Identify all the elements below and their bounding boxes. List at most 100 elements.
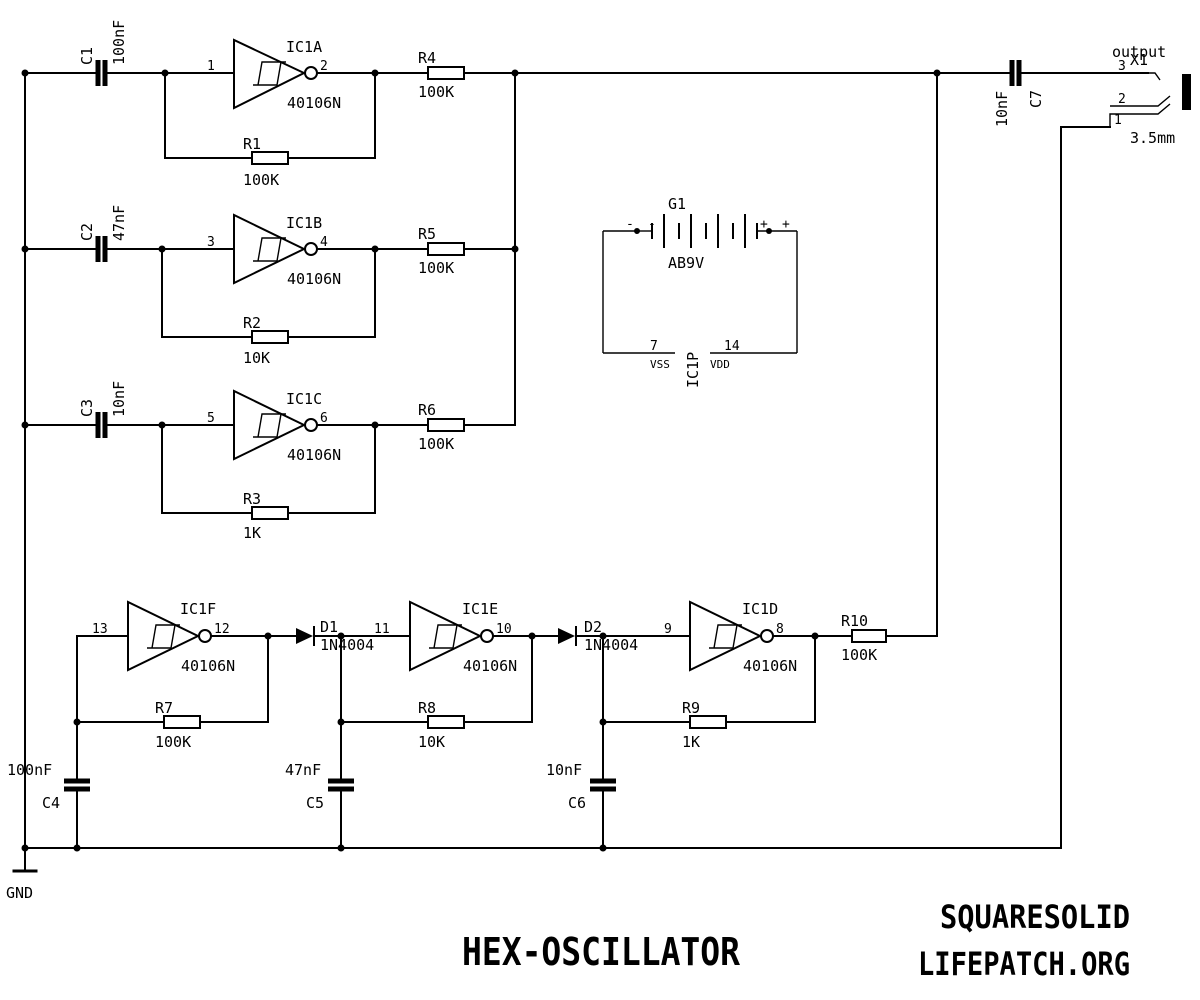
vdd-label: VDD: [710, 358, 730, 371]
resistor-r10: R10 100K: [841, 612, 887, 664]
ic1f-part: 40106N: [181, 657, 235, 675]
ic1b-pin-in: 3: [207, 235, 215, 250]
resistor-r7: R7 100K: [155, 699, 201, 751]
g1-part: AB9V: [668, 254, 704, 272]
inverter-ic1c: IC1C 40106N 5 6: [207, 389, 341, 464]
resistor-r6: R6 100K: [418, 401, 465, 453]
ground-label: GND: [6, 884, 33, 902]
credit-squaresolid: SQUARESOLID: [940, 898, 1130, 936]
r4-value: 100K: [418, 83, 454, 101]
jack-ref: X1: [1130, 51, 1148, 69]
resistor-r1: R1 100K: [243, 135, 289, 189]
ic1a-pin-out: 2: [320, 59, 328, 74]
ic1e-pin-in: 11: [374, 622, 390, 637]
output-jack-x1: output X1 3 2 1 3.5mm: [1109, 43, 1191, 147]
diode-d2: D2 1N4004: [558, 618, 638, 654]
jack-pin-3: 3: [1118, 59, 1126, 74]
r10-value: 100K: [841, 646, 877, 664]
g1-ref: G1: [668, 195, 686, 213]
ic1f-pin-in: 13: [92, 622, 108, 637]
r1-ref: R1: [243, 135, 261, 153]
ic1e-ref: IC1E: [462, 600, 498, 618]
r3-ref: R3: [243, 490, 261, 508]
r2-value: 10K: [243, 349, 270, 367]
r3-value: 1K: [243, 524, 261, 542]
c2-ref: C2: [78, 223, 96, 241]
c4-value: 100nF: [7, 761, 52, 779]
jack-label: output: [1112, 43, 1166, 61]
capacitor-c1: C1 100nF: [78, 20, 128, 86]
battery-minus-label-2: -: [648, 217, 656, 232]
jack-pin-2: 2: [1118, 92, 1126, 107]
r6-value: 100K: [418, 435, 454, 453]
diode-d1: D1 1N4004: [296, 618, 374, 654]
r8-ref: R8: [418, 699, 436, 717]
r9-value: 1K: [682, 733, 700, 751]
c3-ref: C3: [78, 399, 96, 417]
ic1a-ref: IC1A: [286, 38, 322, 56]
r8-value: 10K: [418, 733, 445, 751]
ground-symbol: GND: [6, 869, 38, 902]
resistor-r4: R4 100K: [418, 49, 465, 101]
r6-ref: R6: [418, 401, 436, 419]
battery-g1: G1 AB9V - - + +: [626, 195, 790, 272]
r2-ref: R2: [243, 314, 261, 332]
battery-minus-label: -: [626, 217, 634, 232]
battery-plus-label-2: +: [782, 217, 790, 232]
battery-plus-label: +: [760, 217, 768, 232]
resistor-r5: R5 100K: [418, 225, 465, 277]
d1-part: 1N4004: [320, 636, 374, 654]
inverter-ic1a: IC1A 40106N 1 2: [207, 38, 341, 112]
r7-ref: R7: [155, 699, 173, 717]
ic1c-ref: IC1C: [286, 390, 322, 408]
r5-ref: R5: [418, 225, 436, 243]
c6-ref: C6: [568, 794, 586, 812]
c4-ref: C4: [42, 794, 60, 812]
ic1b-part: 40106N: [287, 270, 341, 288]
c1-ref: C1: [78, 47, 96, 65]
r4-ref: R4: [418, 49, 436, 67]
ic1b-ref: IC1B: [286, 214, 322, 232]
d2-part: 1N4004: [584, 636, 638, 654]
jack-size: 3.5mm: [1130, 129, 1175, 147]
schematic-title: HEX-OSCILLATOR: [462, 930, 740, 974]
capacitor-c4: 100nF C4: [7, 761, 90, 812]
r5-value: 100K: [418, 259, 454, 277]
resistor-r9: R9 1K: [682, 699, 727, 751]
capacitor-c7: 10nF C7: [993, 60, 1045, 127]
ic1e-part: 40106N: [463, 657, 517, 675]
inverter-ic1f: IC1F 40106N 13 12: [92, 600, 235, 675]
inverter-ic1b: IC1B 40106N 3 4: [207, 213, 341, 288]
jack-pin-1: 1: [1114, 113, 1122, 128]
ic1p-ref: IC1P: [684, 352, 702, 388]
c2-value: 47nF: [110, 205, 128, 241]
ic1d-part: 40106N: [743, 657, 797, 675]
resistor-r8: R8 10K: [418, 699, 465, 751]
c5-ref: C5: [306, 794, 324, 812]
resistor-r3: R3 1K: [243, 490, 289, 542]
ic1e-pin-out: 10: [496, 622, 512, 637]
c6-value: 10nF: [546, 761, 582, 779]
r9-ref: R9: [682, 699, 700, 717]
ic1f-ref: IC1F: [180, 600, 216, 618]
capacitor-c3: C3 10nF: [78, 381, 128, 438]
ic1a-part: 40106N: [287, 94, 341, 112]
r10-ref: R10: [841, 612, 868, 630]
vss-pin: 7: [650, 339, 658, 354]
ic1c-pin-out: 6: [320, 411, 328, 426]
ic1d-pin-out: 8: [776, 622, 784, 637]
ic1c-pin-in: 5: [207, 411, 215, 426]
c1-value: 100nF: [110, 20, 128, 65]
inverter-ic1d: IC1D 40106N 9 8: [664, 600, 797, 675]
credit-lifepatch: LIFEPATCH.ORG: [918, 945, 1130, 983]
ic1b-pin-out: 4: [320, 235, 328, 250]
capacitor-c2: C2 47nF: [78, 205, 128, 262]
ic1d-pin-in: 9: [664, 622, 672, 637]
c3-value: 10nF: [110, 381, 128, 417]
vdd-pin: 14: [724, 339, 740, 354]
capacitor-c5: 47nF C5: [285, 761, 354, 812]
ic1f-pin-out: 12: [214, 622, 230, 637]
d2-ref: D2: [584, 618, 602, 636]
